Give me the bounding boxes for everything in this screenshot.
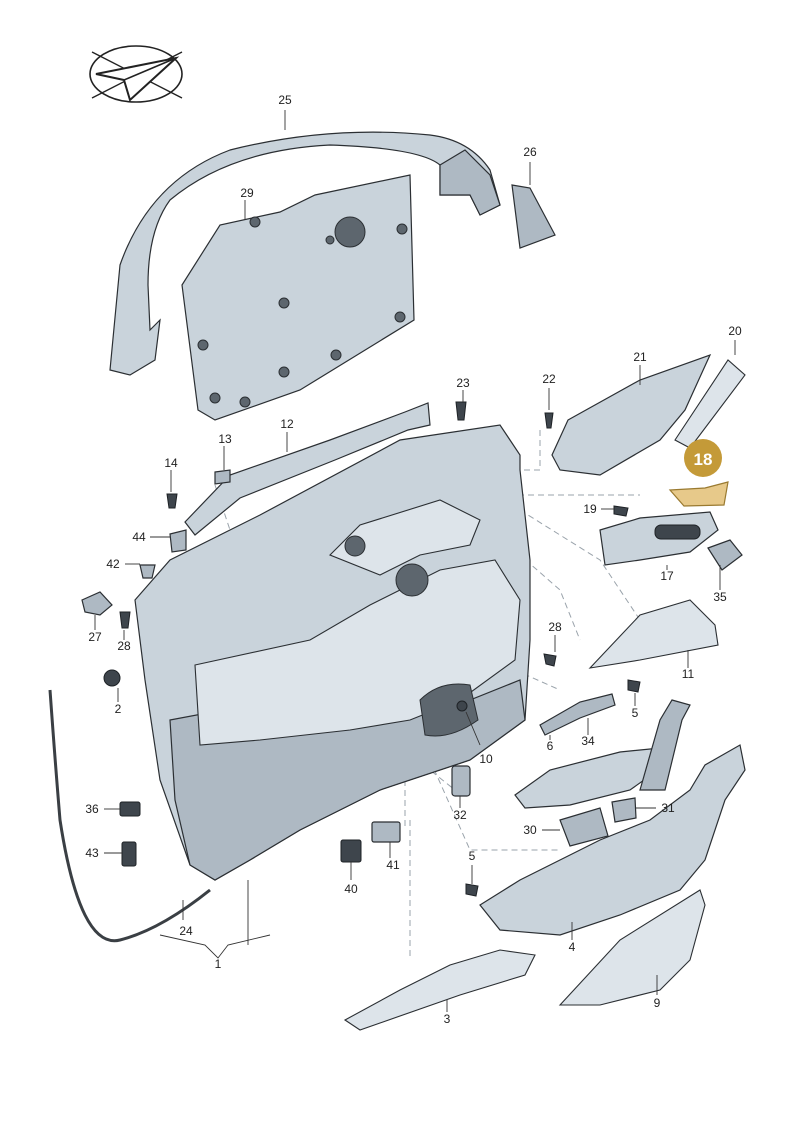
callout-24: 24: [179, 924, 193, 938]
callout-42: 42: [106, 557, 120, 571]
callout-28-left: 28: [117, 639, 131, 653]
callout-44: 44: [132, 530, 146, 544]
callout-28-right: 28: [548, 620, 562, 634]
callout-9: 9: [654, 996, 661, 1010]
callout-43: 43: [85, 846, 99, 860]
part-41-connector: [371, 821, 401, 843]
part-19-screw: [613, 505, 629, 517]
part-40-connector: [340, 839, 362, 863]
callout-17: 17: [660, 569, 674, 583]
part-5-bracket: [639, 699, 691, 791]
callout-13: 13: [218, 432, 232, 446]
part-6-pull-handle: [514, 747, 666, 809]
callout-labels: 25 26 29 20 21 22 23 12 13 14 44 19 17 3…: [85, 93, 742, 1026]
part-34-bracket: [539, 693, 616, 736]
callout-19: 19: [583, 502, 597, 516]
part-44-clip: [169, 529, 187, 553]
callout-27: 27: [88, 630, 102, 644]
callout-5-lower: 5: [469, 849, 476, 863]
callout-25: 25: [278, 93, 292, 107]
callout-6: 6: [547, 739, 554, 753]
part-4-armrest: [479, 744, 746, 936]
part-30-switch-block: [559, 807, 609, 847]
callout-5-upper: 5: [632, 706, 639, 720]
part-27-clip: [81, 591, 113, 616]
part-11-speaker-grille: [588, 599, 719, 669]
callout-30: 30: [523, 823, 537, 837]
callout-22: 22: [542, 372, 556, 386]
part-36-switch: [119, 801, 141, 817]
part-5-screw-lower: [465, 883, 479, 897]
callout-4: 4: [569, 940, 576, 954]
part-32-switch: [451, 765, 471, 797]
part-42-clip: [139, 564, 156, 579]
callout-10: 10: [479, 752, 493, 766]
part-18-badge: [684, 439, 722, 477]
callout-34: 34: [581, 734, 595, 748]
part-9-lower-grille: [558, 889, 706, 1006]
callout-26: 26: [523, 145, 537, 159]
part-18-badge-label: 18: [694, 450, 713, 469]
part-43-clip: [121, 841, 137, 867]
callout-31: 31: [661, 801, 675, 815]
callout-36: 36: [85, 802, 99, 816]
part-23-screw: [455, 401, 467, 421]
part-10-clip: [456, 700, 468, 712]
callout-29: 29: [240, 186, 254, 200]
callout-40: 40: [344, 882, 358, 896]
callout-2: 2: [115, 702, 122, 716]
part-20-strip: [674, 359, 746, 449]
callout-20: 20: [728, 324, 742, 338]
part-2-grommet: [103, 669, 121, 687]
callout-1: 1: [215, 957, 222, 971]
part-18-highlighted-cover: [668, 481, 729, 507]
part-28-screw-right: [543, 653, 557, 667]
part-35-switch: [707, 539, 743, 571]
part-28-screw: [119, 611, 131, 629]
part-3-lower-strip: [343, 949, 536, 1031]
part-26-corner-cap: [511, 184, 556, 249]
callout-14: 14: [164, 456, 178, 470]
part-13-clip: [214, 469, 231, 485]
paper-plane-emblem-icon: [89, 45, 183, 103]
part-5-screw: [627, 679, 641, 693]
callout-3: 3: [444, 1012, 451, 1026]
callout-35: 35: [713, 590, 727, 604]
callout-11: 11: [682, 667, 695, 681]
callout-23: 23: [456, 376, 470, 390]
callout-12: 12: [280, 417, 294, 431]
part-24-cable: [48, 689, 211, 943]
part-12-sill-trim: [184, 402, 431, 536]
part-31-switch: [611, 797, 637, 823]
part-29-sound-panel: [181, 174, 415, 421]
callout-leader-lines: [94, 110, 736, 1012]
part-21-trim-insert: [551, 353, 712, 476]
part-22-screw: [544, 412, 554, 429]
callout-21: 21: [633, 350, 647, 364]
callout-41: 41: [386, 858, 400, 872]
part-14-screw: [166, 493, 178, 509]
callout-32: 32: [453, 808, 467, 822]
